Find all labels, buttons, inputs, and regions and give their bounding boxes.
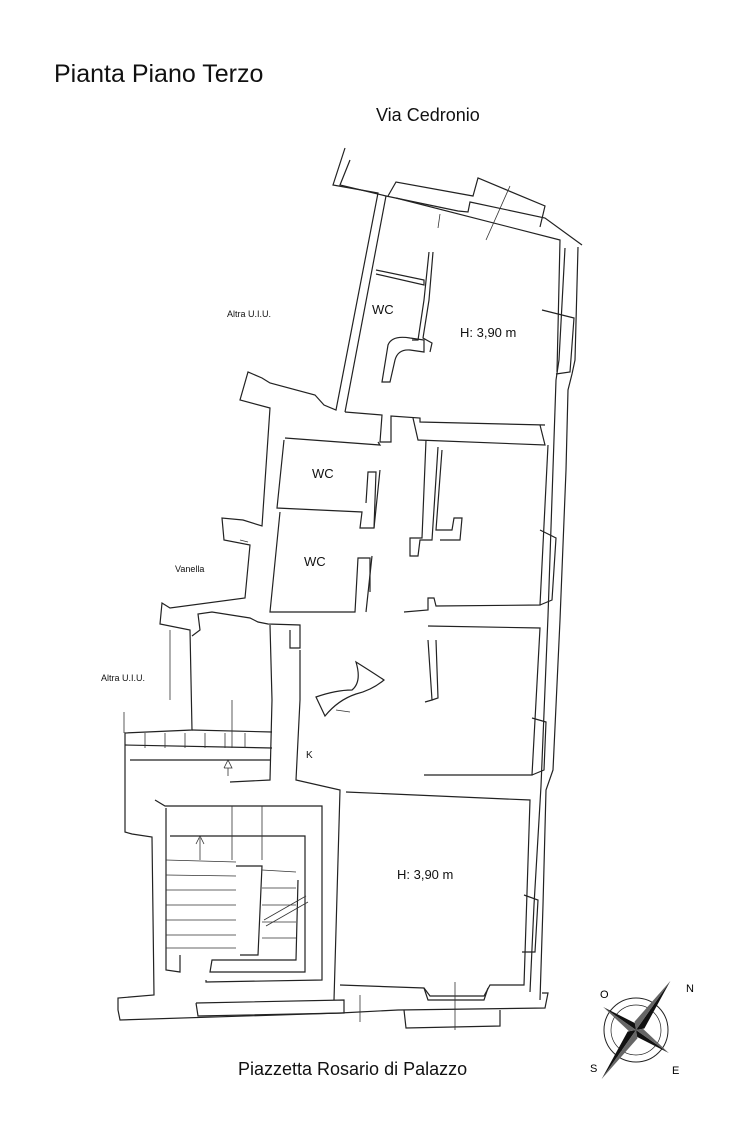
room-label-wc-3: WC bbox=[304, 554, 326, 569]
room-central bbox=[124, 611, 386, 1001]
compass-south: S bbox=[590, 1063, 597, 1075]
kitchen-label: K bbox=[306, 750, 313, 761]
neighbor-unit-label-upper: Altra U.I.U. bbox=[227, 309, 272, 319]
ceiling-height-label-1: H: 3,90 m bbox=[460, 325, 517, 340]
detail-lines bbox=[123, 185, 511, 748]
compass-west: O bbox=[600, 989, 609, 1001]
street-label-bottom: Piazzetta Rosario di Palazzo bbox=[238, 1059, 468, 1079]
compass-north: N bbox=[686, 983, 694, 995]
room-lower bbox=[195, 791, 539, 1030]
neighbor-unit-label-lower: Altra U.I.U. bbox=[101, 673, 146, 683]
room-upper bbox=[344, 197, 561, 446]
plan-title: Pianta Piano Terzo bbox=[54, 60, 264, 88]
street-label-top: Via Cedronio bbox=[376, 105, 480, 125]
room-label-wc-2: WC bbox=[312, 466, 334, 481]
light-well-label: Vanella bbox=[175, 564, 205, 574]
rooms-right bbox=[403, 309, 575, 776]
compass-east: E bbox=[672, 1065, 679, 1077]
outer-walls bbox=[117, 147, 583, 1021]
room-label-wc-1: WC bbox=[372, 302, 394, 317]
compass-rose-icon: N E S O bbox=[590, 980, 694, 1080]
wc-block bbox=[269, 437, 382, 613]
staircase bbox=[130, 759, 323, 983]
ceiling-height-label-2: H: 3,90 m bbox=[397, 867, 454, 882]
